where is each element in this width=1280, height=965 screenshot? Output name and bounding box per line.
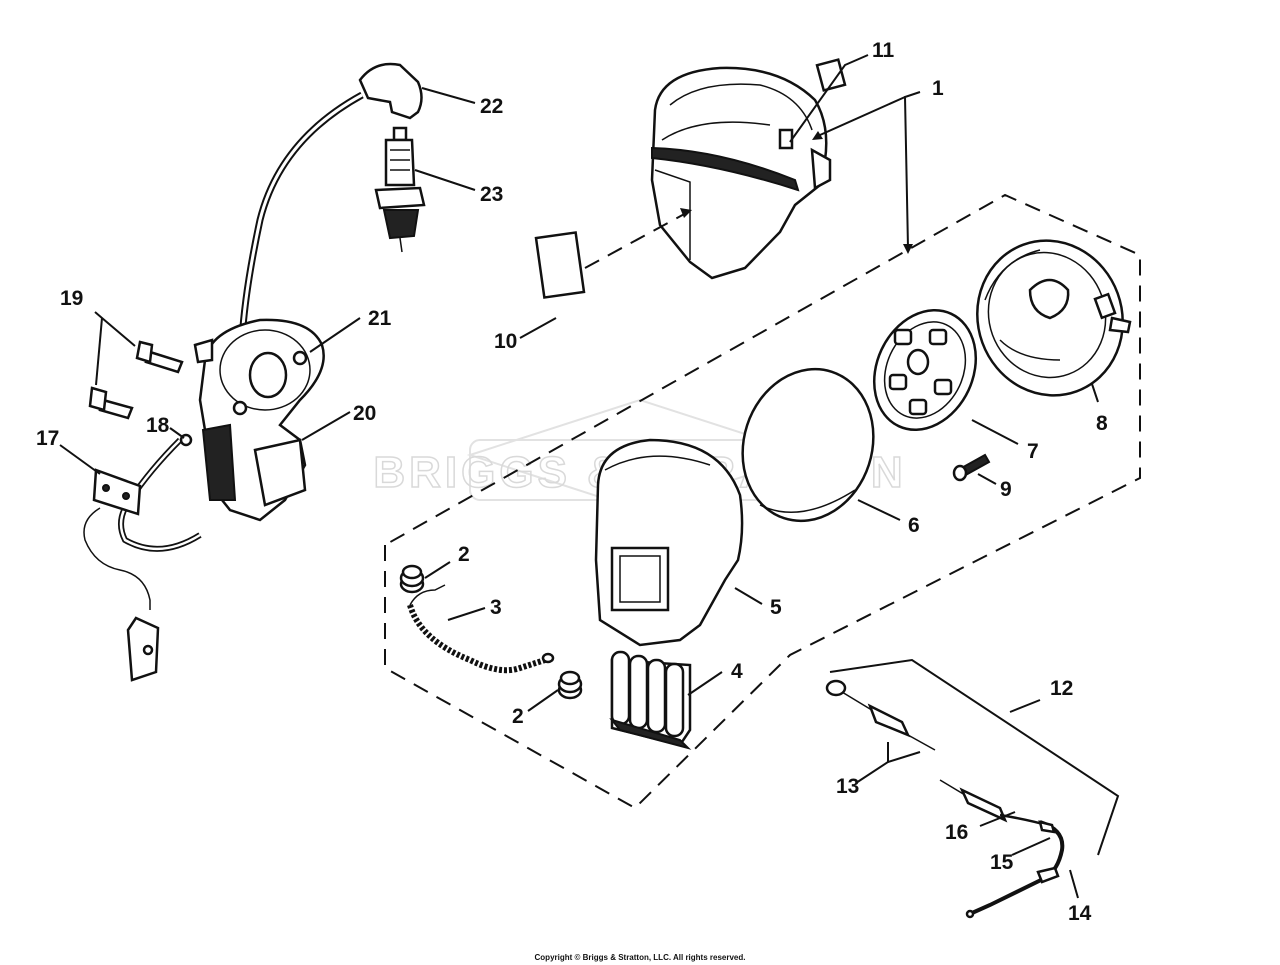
callout-13: 13 <box>836 775 859 798</box>
decal <box>815 58 847 92</box>
air-cleaner-cover-assembly <box>650 66 832 280</box>
switch-terminal <box>83 468 160 682</box>
screw <box>952 453 991 482</box>
callout-10: 10 <box>494 330 517 353</box>
callout-1: 1 <box>932 77 944 100</box>
callout-19: 19 <box>60 287 83 310</box>
callout-6: 6 <box>908 514 920 537</box>
air-cleaner-cover <box>594 438 744 647</box>
callout-16: 16 <box>945 821 968 844</box>
spring-upper <box>399 564 425 594</box>
air-cleaner-base <box>976 239 1132 397</box>
spark-plug-wire <box>238 91 364 341</box>
callout-11: 11 <box>872 39 895 62</box>
callout-14: 14 <box>1068 902 1092 925</box>
gasket-pad <box>534 231 586 299</box>
callout-17: 17 <box>36 427 59 450</box>
callout-21: 21 <box>368 307 392 330</box>
callout-3: 3 <box>490 596 502 619</box>
callout-15: 15 <box>990 851 1014 874</box>
callout-22: 22 <box>480 95 503 118</box>
assembly-outline <box>384 193 1141 810</box>
callout-2-upper: 2 <box>458 543 470 566</box>
callout-5: 5 <box>770 596 782 619</box>
battery-pack <box>609 650 692 750</box>
callout-labels: 1 2 2 3 4 5 6 7 8 9 10 11 12 13 14 15 16… <box>36 39 1108 925</box>
spring-lower <box>557 670 583 700</box>
leader-10-arrow <box>584 211 689 269</box>
wire-harness <box>407 584 555 674</box>
callout-2-lower: 2 <box>512 705 524 728</box>
filter-element <box>741 367 875 523</box>
cable-assembly <box>825 679 1065 919</box>
callout-9: 9 <box>1000 478 1012 501</box>
bolt-upper <box>135 340 184 374</box>
spark-plug <box>374 126 426 253</box>
spark-plug-boot <box>358 62 423 120</box>
bolt-lower <box>88 386 134 420</box>
callout-18: 18 <box>146 414 170 437</box>
callout-12: 12 <box>1050 677 1073 700</box>
filter-support <box>872 309 978 431</box>
leader-lines <box>59 54 1120 899</box>
ignition-armature <box>193 318 325 522</box>
callout-7: 7 <box>1027 440 1039 463</box>
callout-23: 23 <box>480 183 503 206</box>
callout-8: 8 <box>1096 412 1108 435</box>
callout-4: 4 <box>731 660 743 683</box>
copyright-notice: Copyright © Briggs & Stratton, LLC. All … <box>535 953 746 962</box>
callout-20: 20 <box>353 402 376 425</box>
